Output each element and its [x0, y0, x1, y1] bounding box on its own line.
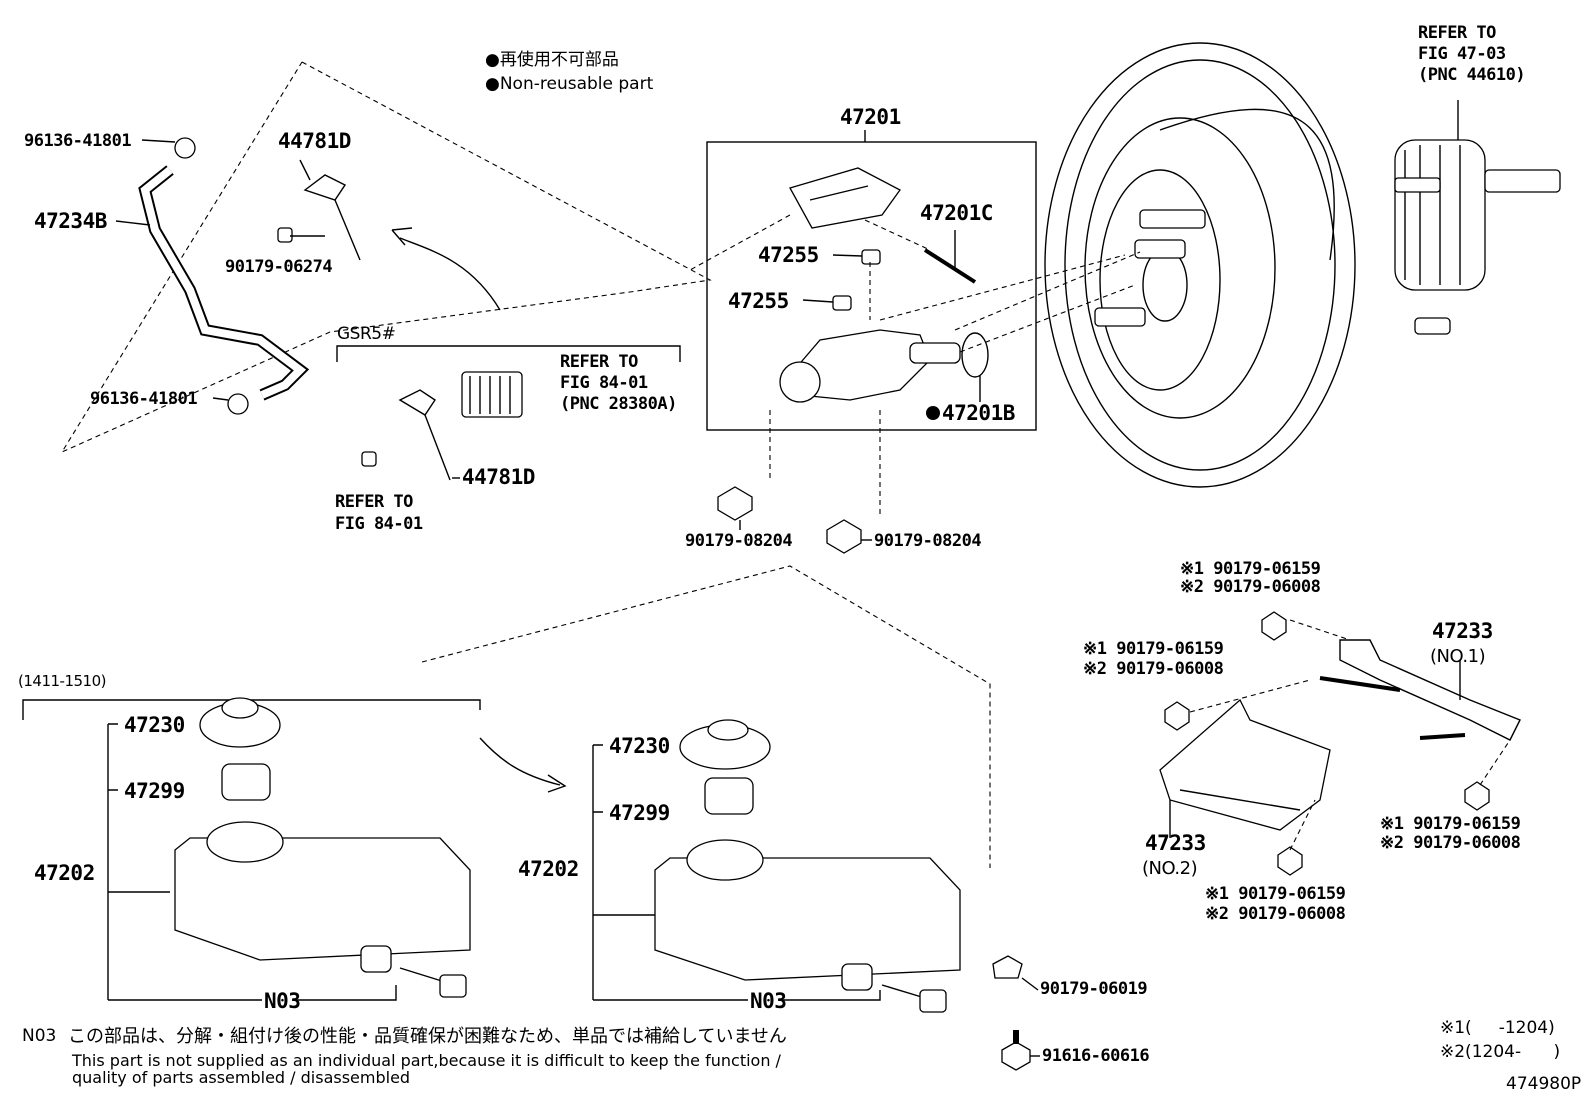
period-note-1: ※1( -1204)	[1440, 1018, 1555, 1038]
label-47201C: 47201C	[920, 201, 993, 225]
figure-id: 474980P	[1506, 1074, 1582, 1094]
footnote-en-line1: This part is not supplied as an individu…	[72, 1051, 781, 1070]
nut-a-2: ※2 90179-06008	[1180, 577, 1321, 597]
nut-b-1: ※1 90179-06159	[1083, 639, 1224, 659]
refer-sensor-line1: REFER TO	[560, 352, 638, 372]
right-reservoir-drawing	[654, 719, 1031, 1071]
footnote-jp: この部品は、分解・組付け後の性能・品質確保が困難なため、単品では補給していません	[68, 1026, 787, 1047]
label-96136-41801-top: 96136-41801	[24, 131, 132, 151]
nut-c-2: ※2 90179-06008	[1380, 833, 1521, 853]
leader-lines	[115, 100, 1461, 1057]
nut-b-2: ※2 90179-06008	[1083, 659, 1224, 679]
sensor-drawing	[277, 174, 523, 481]
non-reusable-marker-47201B	[926, 406, 940, 420]
nut-a-1: ※1 90179-06159	[1180, 559, 1321, 579]
label-47233-no1-sub: (NO.1)	[1430, 646, 1486, 667]
footnote-en-line2: quality of parts assembled / disassemble…	[72, 1068, 411, 1087]
refer-booster-line1: REFER TO	[1418, 23, 1496, 43]
refer-booster-line2: FIG 47-03	[1418, 44, 1506, 64]
nut-d-2: ※2 90179-06008	[1205, 904, 1346, 924]
nut-08204-drawings	[717, 486, 862, 554]
refer-nut-line1: REFER TO	[335, 492, 413, 512]
hose-drawing	[138, 137, 310, 415]
right-label-N03: N03	[750, 989, 787, 1013]
label-44781D-bottom: 44781D	[462, 465, 535, 489]
arrow-reservoir	[479, 737, 561, 786]
label-47234B: 47234B	[34, 209, 107, 233]
label-47233-no1: 47233	[1432, 619, 1493, 643]
section-outline-lower	[421, 565, 991, 868]
legend-non-reusable-en: Non-reusable part	[485, 76, 653, 93]
left-reservoir-drawing	[174, 697, 471, 998]
label-90179-08204-left: 90179-08204	[685, 531, 793, 551]
master-cylinder-drawing	[779, 167, 989, 403]
label-gsr5: GSR5#	[337, 324, 396, 344]
label-96136-41801-bottom: 96136-41801	[90, 389, 198, 409]
right-label-47230: 47230	[609, 734, 670, 758]
nut-d-1: ※1 90179-06159	[1205, 884, 1346, 904]
bracket-47233-drawing	[1159, 611, 1521, 876]
period-note-2: ※2(1204- )	[1440, 1042, 1561, 1062]
right-label-47299: 47299	[609, 801, 670, 825]
label-47255-a: 47255	[758, 243, 819, 267]
refer-booster-line3: (PNC 44610)	[1418, 65, 1526, 85]
label-47201: 47201	[840, 105, 901, 129]
legend-non-reusable-jp: 再使用不可部品	[485, 52, 619, 69]
left-label-47230: 47230	[124, 713, 185, 737]
label-47201B: 47201B	[942, 401, 1015, 425]
nut-c-1: ※1 90179-06159	[1380, 814, 1521, 834]
left-label-47299: 47299	[124, 779, 185, 803]
label-90179-06274: 90179-06274	[225, 257, 333, 277]
label-91616-60616: 91616-60616	[1042, 1046, 1150, 1066]
left-label-N03: N03	[264, 989, 301, 1013]
label-90179-08204-right: 90179-08204	[874, 531, 982, 551]
brake-booster-drawing	[1044, 42, 1561, 488]
refer-nut-line2: FIG 84-01	[335, 514, 423, 534]
label-90179-06019: 90179-06019	[1040, 979, 1148, 999]
master-cylinder-box	[706, 141, 1037, 431]
refer-sensor-line3: (PNC 28380A)	[560, 394, 677, 414]
label-47233-no2-sub: (NO.2)	[1142, 858, 1198, 879]
right-label-47202: 47202	[518, 857, 579, 881]
label-period-1411-1510: (1411-1510)	[18, 672, 106, 690]
gsr5-bracket	[336, 345, 681, 362]
label-47233-no2: 47233	[1145, 831, 1206, 855]
label-44781D-top: 44781D	[278, 129, 351, 153]
label-47255-b: 47255	[728, 289, 789, 313]
footnote-code: N03	[22, 1026, 57, 1046]
refer-sensor-line2: FIG 84-01	[560, 373, 648, 393]
left-label-47202: 47202	[34, 861, 95, 885]
section-outline-upper	[60, 61, 712, 454]
